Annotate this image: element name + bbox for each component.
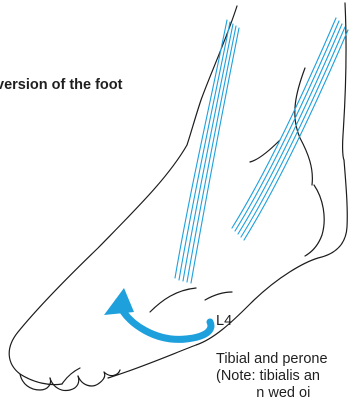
description-line-1: Tibial and perone (216, 351, 328, 367)
tendon-lines (175, 18, 348, 283)
figure-description: Tibial and perone (Note: tibialis an n w… (216, 351, 328, 402)
nerve-level-label: L4 (216, 313, 232, 329)
figure-title: version of the foot (0, 77, 122, 93)
foot-outline (9, 3, 347, 391)
description-line-2: (Note: tibialis an (216, 368, 320, 384)
curved-arrow-icon (104, 288, 211, 339)
